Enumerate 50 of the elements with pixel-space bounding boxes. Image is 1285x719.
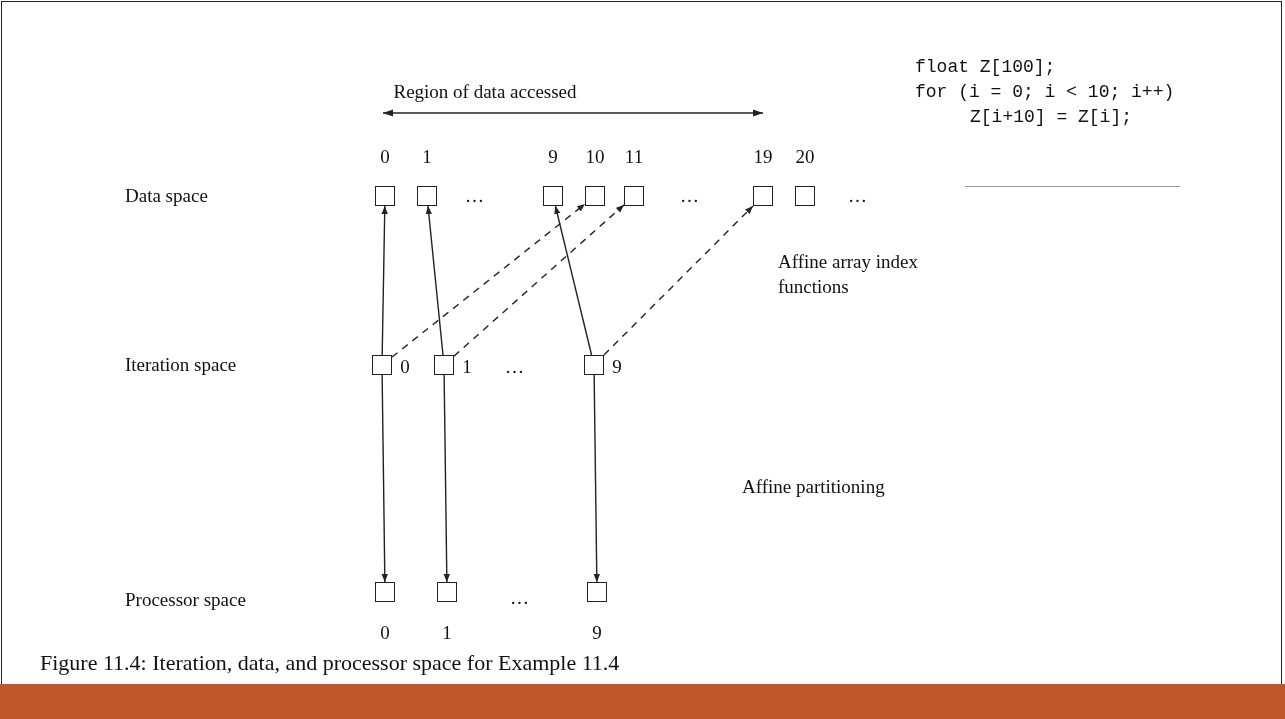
index-number: 1 — [462, 356, 472, 378]
arrow — [381, 205, 388, 356]
dashed-arrow — [603, 205, 754, 356]
code-line: float Z[100]; — [915, 56, 1056, 79]
arrow — [425, 205, 444, 356]
text-label: Data space — [125, 184, 208, 208]
index-number: 0 — [400, 356, 410, 378]
square-node — [587, 582, 607, 602]
square-node — [795, 186, 815, 206]
text-label: Iteration space — [125, 353, 237, 377]
figure-caption: Figure 11.4: Iteration, data, and processor space for Example 11.4 — [40, 650, 620, 676]
arrow — [554, 205, 593, 356]
square-node — [372, 355, 392, 375]
text-label: … — [510, 586, 529, 610]
index-number: 11 — [624, 146, 644, 168]
text-label: Region of data accessed — [392, 80, 578, 104]
text-label: Affine partitioning — [742, 475, 885, 499]
square-node — [375, 186, 395, 206]
text-label: … — [465, 184, 484, 208]
index-number: 9 — [612, 356, 622, 378]
text-label: … — [848, 184, 867, 208]
index-number: 9 — [548, 146, 558, 168]
arrow — [593, 374, 600, 583]
square-node — [375, 582, 395, 602]
arrow — [381, 374, 388, 583]
square-node — [437, 582, 457, 602]
square-node — [434, 355, 454, 375]
square-node — [624, 186, 644, 206]
index-number: 0 — [380, 146, 390, 168]
index-number: 0 — [380, 622, 390, 644]
index-number: 1 — [422, 146, 432, 168]
square-node — [417, 186, 437, 206]
text-label: Processor space — [125, 588, 246, 612]
index-number: 9 — [592, 622, 602, 644]
square-node — [584, 355, 604, 375]
index-number: 10 — [585, 146, 605, 168]
index-number: 19 — [753, 146, 773, 168]
code-line: Z[i+10] = Z[i]; — [970, 106, 1133, 129]
index-number: 1 — [442, 622, 452, 644]
dashed-arrow — [391, 203, 586, 358]
square-node — [543, 186, 563, 206]
code-line: for (i = 0; i < 10; i++) — [915, 81, 1175, 104]
arrow — [443, 374, 450, 583]
index-number: 20 — [795, 146, 815, 168]
text-label: … — [680, 184, 699, 208]
text-label: Affine array index functions — [778, 250, 918, 299]
square-node — [753, 186, 773, 206]
dashed-arrow — [453, 204, 625, 357]
text-label: … — [505, 355, 524, 379]
square-node — [585, 186, 605, 206]
